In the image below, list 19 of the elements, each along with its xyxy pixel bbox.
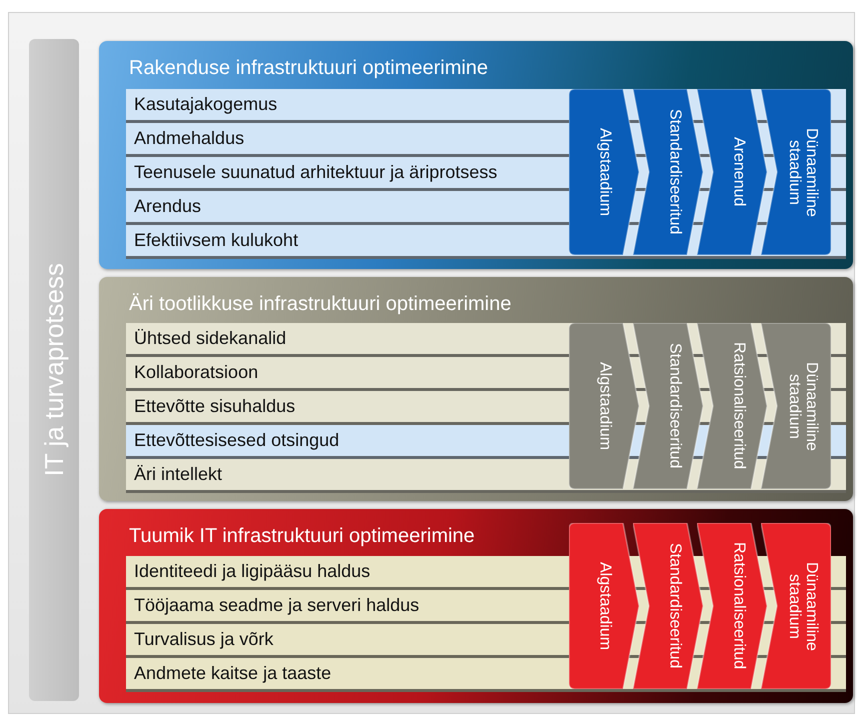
maturity-stage-box: Ratsionaliseeritud bbox=[697, 323, 767, 489]
maturity-stage-box: Standardiseeritud bbox=[633, 523, 703, 689]
maturity-stage-box: Algstaadium bbox=[569, 89, 639, 255]
maturity-stage-box: Algstaadium bbox=[569, 323, 639, 489]
maturity-stage-box: Algstaadium bbox=[569, 523, 639, 689]
maturity-stage-box: Arenenud bbox=[697, 89, 767, 255]
side-band: IT ja turvaprotsess bbox=[29, 39, 79, 701]
maturity-stage-box: Standardiseeritud bbox=[633, 323, 703, 489]
section-title: Äri tootlikkuse infrastruktuuri optimeerimine bbox=[129, 293, 512, 316]
section-panel bbox=[99, 277, 853, 501]
maturity-stage-box: Dünaamiline staadium bbox=[761, 323, 831, 489]
maturity-stage-box: Dünaamiline staadium bbox=[761, 523, 831, 689]
section-panel bbox=[99, 509, 853, 703]
maturity-stage-box: Dünaamiline staadium bbox=[761, 89, 831, 255]
section-title: Rakenduse infrastruktuuri optimeerimine bbox=[129, 57, 488, 80]
maturity-stage-box: Standardiseeritud bbox=[633, 89, 703, 255]
maturity-stage-box: Ratsionaliseeritud bbox=[697, 523, 767, 689]
section-panel bbox=[99, 41, 853, 269]
section-title: Tuumik IT infrastruktuuri optimeerimine bbox=[129, 525, 475, 548]
